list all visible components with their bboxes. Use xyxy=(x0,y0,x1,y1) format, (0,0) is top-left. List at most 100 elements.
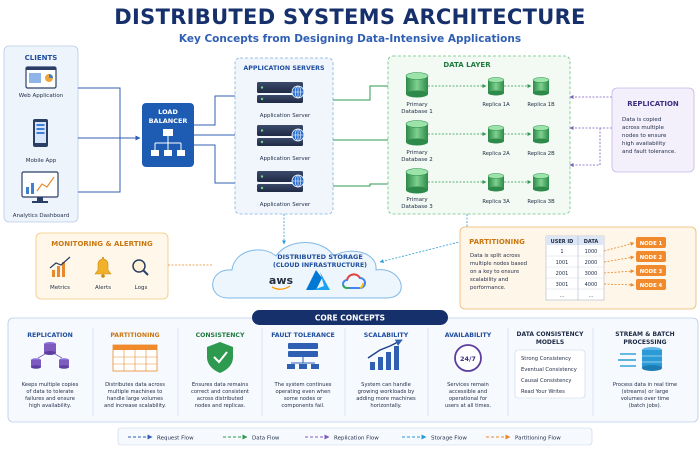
partitioning-line-5: performance. xyxy=(470,285,506,291)
replica-2a-label: Replica 2A xyxy=(482,151,510,157)
db-row-1: Primary Database 1 Replica 1A Replica 1B xyxy=(401,72,555,115)
partition-table-cell-3-1: 4000 xyxy=(585,282,598,288)
concept-partitioning-desc-3: handle large volumes xyxy=(107,396,163,402)
concept-partitioning-title: PARTITIONING xyxy=(110,332,159,339)
concept-fault-tolerance-desc-1: The system continues xyxy=(274,382,332,388)
replica-1b-label: Replica 1B xyxy=(527,102,555,108)
app-server-3-label: Application Server xyxy=(260,202,311,208)
concept-scalability-desc-3: adding more machines xyxy=(356,396,416,402)
partition-table-cell-1-1: 2000 xyxy=(585,260,598,266)
client-web-label: Web Application xyxy=(19,93,64,99)
partition-table-cell-4-1: ... xyxy=(589,293,594,299)
partition-node-2-label: NODE 2 xyxy=(640,255,663,261)
primary-db-1-label-1: Primary xyxy=(406,102,428,108)
concept-fault-tolerance-title: FAULT TOLERANCE xyxy=(271,332,335,339)
app-server-2: Application Server xyxy=(257,125,311,162)
storage-cloud: DISTRIBUTED STORAGE (CLOUD INFRASTRUCTUR… xyxy=(212,242,402,299)
replication-note: REPLICATION Data is copied across multip… xyxy=(611,87,695,173)
concept-availability-title: AVAILABILITY xyxy=(445,332,492,339)
storage-title-1: DISTRIBUTED STORAGE xyxy=(277,253,363,261)
legend: Request Flow Data Flow Replication Flow … xyxy=(117,427,593,446)
arrow-server-to-db-3 xyxy=(333,181,401,187)
concept-availability-desc-3: operational for xyxy=(449,396,488,402)
concept-partitioning-desc-2: multiple machines to xyxy=(108,389,163,395)
partition-node-4: NODE 4 xyxy=(636,279,666,290)
concept-replication-title: REPLICATION xyxy=(27,332,73,339)
primary-db-3-label-2: Database 3 xyxy=(401,204,433,210)
replica-1a-icon xyxy=(487,77,505,96)
concept-scalability: SCALABILITY System can handle growing wo… xyxy=(356,332,416,409)
partitioning-line-1: Data is split across xyxy=(470,253,520,259)
concept-partitioning: PARTITIONING Distributes data across mul… xyxy=(104,332,166,409)
concept-replication-desc-4: high availability. xyxy=(29,403,71,409)
concept-fault-tolerance-desc-2: operating even when xyxy=(275,389,330,395)
clock-24-7-icon: 24/7 xyxy=(454,344,482,372)
primary-db-3-icon xyxy=(405,168,429,194)
analytics-dashboard-icon xyxy=(21,171,59,203)
consistency-model-3: Causal Consistency xyxy=(521,378,571,384)
legend-request-label: Request Flow xyxy=(157,436,194,442)
primary-db-1-icon xyxy=(405,72,429,98)
gcp-logo-icon xyxy=(342,273,366,289)
primary-db-1-label-2: Database 1 xyxy=(401,109,433,115)
partition-node-1-label: NODE 1 xyxy=(640,241,663,247)
load-balancer-box: LOAD BALANCER xyxy=(142,103,194,167)
legend-data-flow: Data Flow xyxy=(223,434,280,442)
client-analytics-label: Analytics Dashboard xyxy=(13,213,70,219)
primary-db-2-icon xyxy=(405,120,429,146)
partition-table-cell-0-1: 1000 xyxy=(585,249,598,255)
grid-icon xyxy=(112,344,158,372)
app-server-2-label: Application Server xyxy=(260,156,311,162)
concept-consistency-desc-1: Ensures data remains xyxy=(192,382,249,388)
replica-1b-icon xyxy=(532,77,550,96)
partition-table-header-1: USER ID xyxy=(551,239,574,245)
magnifier-icon xyxy=(132,259,149,276)
replication-arrow-3 xyxy=(569,128,601,167)
concept-stream-batch: STREAM & BATCH PROCESSING Process data i… xyxy=(613,331,677,409)
legend-request-flow: Request Flow xyxy=(128,434,194,442)
concept-scalability-desc-4: horizontally. xyxy=(370,403,402,409)
bell-icon xyxy=(94,257,112,278)
shield-check-icon xyxy=(207,342,233,373)
replication-note-title: REPLICATION xyxy=(627,100,679,108)
mobile-app-icon xyxy=(33,119,48,147)
replica-2b-label: Replica 2B xyxy=(527,151,555,157)
app-server-1: Application Server xyxy=(257,82,311,119)
replication-note-line-2: across multiple xyxy=(622,125,664,131)
azure-logo-icon xyxy=(306,270,330,290)
concept-replication-desc-3: failures and ensure xyxy=(25,396,75,402)
partitioning-line-3: on a key to ensure xyxy=(470,269,519,275)
legend-storage-flow: Storage Flow xyxy=(402,434,467,442)
concept-consistency-title: CONSISTENCY xyxy=(196,332,245,339)
concept-fault-tolerance-desc-3: some nodes or xyxy=(284,396,323,402)
replica-3b-label: Replica 3B xyxy=(527,199,555,205)
core-concepts-title: CORE CONCEPTS xyxy=(315,314,385,323)
consistency-model-2: Eventual Consistency xyxy=(521,367,577,373)
concept-models-title-2: MODELS xyxy=(536,339,564,346)
concept-consistency: CONSISTENCY Ensures data remains correct… xyxy=(191,332,249,409)
concept-availability-desc-4: users at all times. xyxy=(445,403,492,409)
partition-node-4-label: NODE 4 xyxy=(640,283,663,289)
network-icon xyxy=(287,343,319,369)
concept-availability: AVAILABILITY 24/7 Services remain access… xyxy=(445,332,492,409)
legend-partitioning-label: Partitioning Flow xyxy=(515,436,561,442)
concept-scalability-title: SCALABILITY xyxy=(364,332,409,339)
concept-availability-desc-1: Services remain xyxy=(447,382,489,388)
data-layer-panel: DATA LAYER xyxy=(387,55,571,215)
monitoring-metrics-label: Metrics xyxy=(50,285,70,291)
monitoring-alerts-label: Alerts xyxy=(95,285,111,291)
client-mobile-label: Mobile App xyxy=(26,158,57,164)
svg-text:24/7: 24/7 xyxy=(460,355,476,363)
concept-stream-desc-2: (streams) or large xyxy=(622,389,669,395)
monitoring-panel: MONITORING & ALERTING Metrics Alerts Log… xyxy=(35,232,169,300)
concept-replication-desc-2: of data to tolerate xyxy=(26,389,73,395)
partition-table-cell-4-0: ... xyxy=(560,293,565,299)
concept-stream-desc-4: (batch jobs). xyxy=(629,403,662,409)
replication-note-line-4: high availability xyxy=(622,141,666,147)
db-row-3: Primary Database 3 Replica 3A Replica 3B xyxy=(401,168,555,210)
web-application-icon xyxy=(25,66,57,89)
replica-3a-label: Replica 3A xyxy=(482,199,510,205)
concept-stream-title-2: PROCESSING xyxy=(623,339,666,346)
concept-consistency-models: DATA CONSISTENCY MODELS Strong Consisten… xyxy=(514,331,586,399)
